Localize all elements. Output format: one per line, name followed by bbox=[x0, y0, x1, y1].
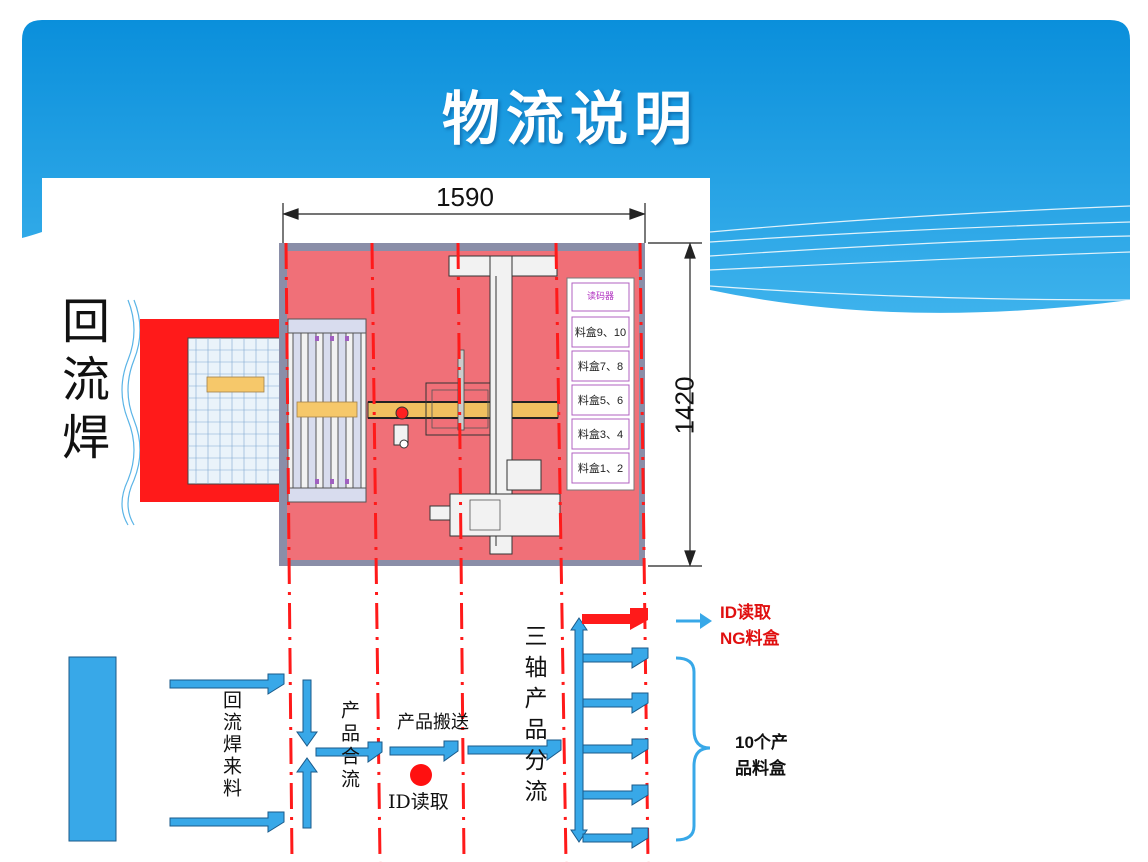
label-product-boxes-line1: 10个产 bbox=[735, 733, 788, 752]
box-label-7-8: 料盒7、8 bbox=[577, 361, 624, 373]
reflow-oven-edge bbox=[121, 299, 141, 526]
arrow-transport bbox=[389, 740, 459, 762]
arrow-merge-up bbox=[296, 757, 318, 829]
product-box-bracket bbox=[675, 656, 711, 842]
reflow-source-block bbox=[68, 656, 117, 842]
label-product-boxes-line2: 品料盒 bbox=[735, 759, 786, 778]
dimension-lines bbox=[282, 203, 702, 567]
arrow-ng-red bbox=[582, 608, 648, 630]
arrow-to-split bbox=[467, 739, 562, 761]
reader-title: 读码器 bbox=[586, 291, 614, 301]
reflow-label: 回流焊 bbox=[53, 296, 109, 470]
arrow-reflow-bottom bbox=[169, 811, 285, 833]
arrow-reflow-top bbox=[169, 673, 285, 695]
decorative-waves bbox=[709, 205, 1131, 301]
label-split: 三轴产品分流 bbox=[520, 624, 546, 810]
belt-motor bbox=[395, 406, 409, 420]
arrow-split-vertical bbox=[570, 617, 588, 843]
box-label-3-4: 料盒3、4 bbox=[577, 429, 624, 441]
gantry-bottom-rail bbox=[449, 493, 561, 537]
box-label-1-2: 料盒1、2 bbox=[577, 463, 624, 475]
zone-lines bbox=[284, 242, 650, 862]
label-id-read: ID读取 bbox=[388, 791, 449, 813]
label-ng-line2: NG料盒 bbox=[720, 629, 780, 648]
width-dimension: 1590 bbox=[436, 182, 494, 212]
id-read-dot bbox=[410, 764, 432, 786]
label-merge: 产品合流 bbox=[338, 700, 360, 792]
arrow-merge-down bbox=[296, 679, 318, 747]
slide-title: 物流说明 bbox=[441, 85, 698, 153]
arrow-merge bbox=[315, 741, 383, 763]
label-ng-line1: ID读取 bbox=[720, 603, 771, 622]
label-reflow-feed: 回流焊来料 bbox=[220, 690, 242, 800]
product-on-rollers bbox=[296, 401, 358, 418]
box-label-9-10: 料盒9、10 bbox=[574, 327, 627, 339]
label-transport: 产品搬送 bbox=[397, 712, 469, 733]
product-on-belt bbox=[206, 376, 265, 393]
box-label-5-6: 料盒5、6 bbox=[577, 395, 624, 407]
arrow-to-ng bbox=[700, 613, 712, 629]
